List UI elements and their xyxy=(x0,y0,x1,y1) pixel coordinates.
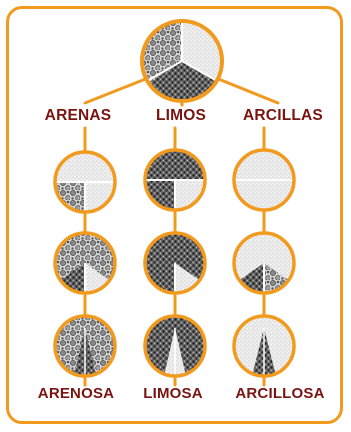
category-label-arenas: ARENAS xyxy=(45,107,112,125)
category-label-arcillas: ARCILLAS xyxy=(243,107,323,125)
arcillas-sample-1 xyxy=(234,150,294,210)
result-label-arenosa: ARENOSA xyxy=(38,385,114,402)
arenas-sample-3 xyxy=(55,316,115,376)
soil-sample-circle xyxy=(140,19,224,103)
result-label-limosa: LIMOSA xyxy=(143,385,203,402)
arcillas-sample-2 xyxy=(234,233,294,293)
limos-sample-2 xyxy=(145,233,205,293)
connector-top-arcillas xyxy=(216,78,278,103)
arenas-sample-1 xyxy=(55,152,115,212)
limos-sample-3 xyxy=(145,316,205,376)
category-label-limos: LIMOS xyxy=(156,107,206,125)
result-label-arcillosa: ARCILLOSA xyxy=(235,385,324,402)
limos-sample-1 xyxy=(145,150,205,210)
arcillas-sample-3 xyxy=(234,316,294,376)
arenas-sample-2 xyxy=(55,233,115,293)
connector-top-arenas xyxy=(85,78,148,103)
